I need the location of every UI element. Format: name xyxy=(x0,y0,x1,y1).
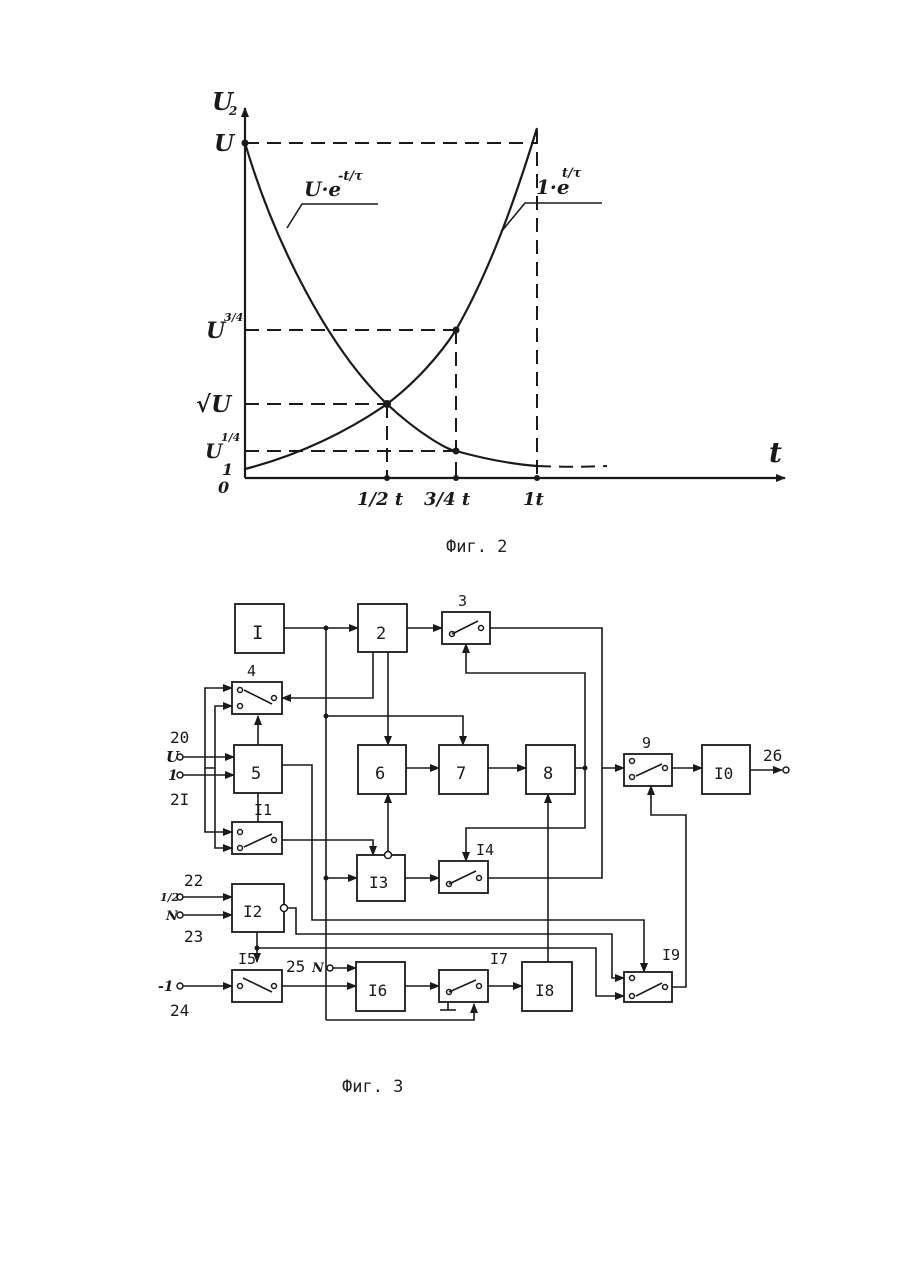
block-1-label: I xyxy=(252,622,263,644)
point-tick-one xyxy=(534,475,540,481)
wire-11-to-13 xyxy=(282,840,373,855)
terminal-21-signal: 1 xyxy=(168,768,178,784)
terminal-24-number: 24 xyxy=(170,1001,189,1020)
switch-9-label: 9 xyxy=(642,734,651,752)
switch-15-label: I5 xyxy=(238,950,256,968)
wire-node xyxy=(324,714,329,719)
terminal-25-number: 25 xyxy=(286,957,305,976)
terminal-24-signal: -1 xyxy=(158,979,174,995)
block-8-label: 8 xyxy=(543,764,553,784)
decay-label-leader xyxy=(287,204,378,228)
switch-17-label: I7 xyxy=(490,950,508,968)
terminal-20-signal: U xyxy=(166,748,180,766)
y-axis-subscript: 2 xyxy=(228,104,237,118)
wire-4-feed-b xyxy=(215,706,232,768)
terminal-20: 20 U xyxy=(166,728,189,766)
x-tick-one: 1t xyxy=(523,489,545,510)
switch-11 xyxy=(232,822,282,854)
y-tick-u14-exp: 1/4 xyxy=(221,431,240,444)
wire-11-feed xyxy=(205,768,232,832)
decay-curve xyxy=(245,143,537,466)
switch-4-label: 4 xyxy=(247,662,256,680)
figure-2-caption: Фиг. 2 xyxy=(446,537,507,557)
block-10-label: I0 xyxy=(714,764,733,783)
terminal-22: 22 1/2 xyxy=(160,871,203,904)
point-crossing xyxy=(383,400,391,408)
terminal-26: 26 xyxy=(763,746,789,773)
growth-label-exp: t/τ xyxy=(562,166,582,181)
switch-14-label: I4 xyxy=(476,841,494,859)
wire-4-feed xyxy=(205,688,232,768)
switch-3-label: 3 xyxy=(458,592,467,610)
block-18-label: I8 xyxy=(535,981,554,1000)
figure-2: U 2 t U·e -t/τ 1·e t/τ U U 3/4 √U xyxy=(196,87,785,557)
y-tick-sqrt-u: √U xyxy=(196,391,233,418)
terminal-20-number: 20 xyxy=(170,728,189,747)
block-7-label: 7 xyxy=(456,764,466,784)
switch-15 xyxy=(232,970,282,1002)
decay-label-exp: -t/τ xyxy=(338,169,363,184)
switch-9 xyxy=(624,754,672,786)
wire-node xyxy=(324,626,329,631)
terminal-26-number: 26 xyxy=(763,746,782,765)
terminal-21: 1 2I xyxy=(168,768,189,809)
wire-node xyxy=(324,876,329,881)
x-axis-label: t xyxy=(769,436,782,469)
y-tick-zero: 0 xyxy=(218,478,229,497)
point-start-u xyxy=(242,140,249,147)
figure-3: I 2 5 6 7 8 I0 I2 I3 I6 I8 3 xyxy=(158,592,789,1097)
wire-bus-to-7 xyxy=(326,716,463,745)
terminal-22-number: 22 xyxy=(184,871,203,890)
switch-14 xyxy=(439,861,488,893)
decay-curve-tail xyxy=(537,466,607,467)
x-tick-three-quarter: 3/4 t xyxy=(424,489,471,510)
block-16-label: I6 xyxy=(368,981,387,1000)
figure-3-caption: Фиг. 3 xyxy=(342,1077,403,1097)
x-tick-half: 1/2 t xyxy=(357,489,404,510)
switch-19-label: I9 xyxy=(662,946,680,964)
point-u34 xyxy=(453,327,460,334)
terminal-25-signal: N xyxy=(311,961,325,976)
wire-2-to-4 xyxy=(282,652,373,698)
point-tick-half xyxy=(384,475,390,481)
block-12-inverted-output xyxy=(281,905,288,912)
y-tick-u: U xyxy=(214,130,236,157)
block-13-label: I3 xyxy=(369,873,388,892)
switch-11-label: I1 xyxy=(254,801,272,819)
wire-11-feed-b xyxy=(215,768,232,848)
block-6-label: 6 xyxy=(375,764,385,784)
decay-label: U·e xyxy=(304,177,341,201)
block-12-label: I2 xyxy=(243,902,262,921)
switch-19 xyxy=(624,972,672,1002)
switch-4 xyxy=(232,682,282,714)
block-13-inverted-output xyxy=(385,852,392,859)
switch-17 xyxy=(439,970,488,1002)
switch-3 xyxy=(442,612,490,644)
terminal-23-number: 23 xyxy=(184,927,203,946)
point-u14 xyxy=(453,448,460,455)
growth-curve xyxy=(245,128,537,469)
y-tick-one: 1 xyxy=(222,460,233,479)
terminal-23-signal: N xyxy=(165,909,179,924)
terminal-21-number: 2I xyxy=(170,790,189,809)
block-5-label: 5 xyxy=(251,764,261,784)
y-tick-u34-exp: 3/4 xyxy=(224,311,243,324)
terminal-22-signal: 1/2 xyxy=(160,891,180,904)
block-2-label: 2 xyxy=(376,624,386,644)
terminal-24: -1 24 xyxy=(158,979,189,1020)
point-tick-three-quarter xyxy=(453,475,459,481)
growth-label-leader xyxy=(501,203,602,232)
